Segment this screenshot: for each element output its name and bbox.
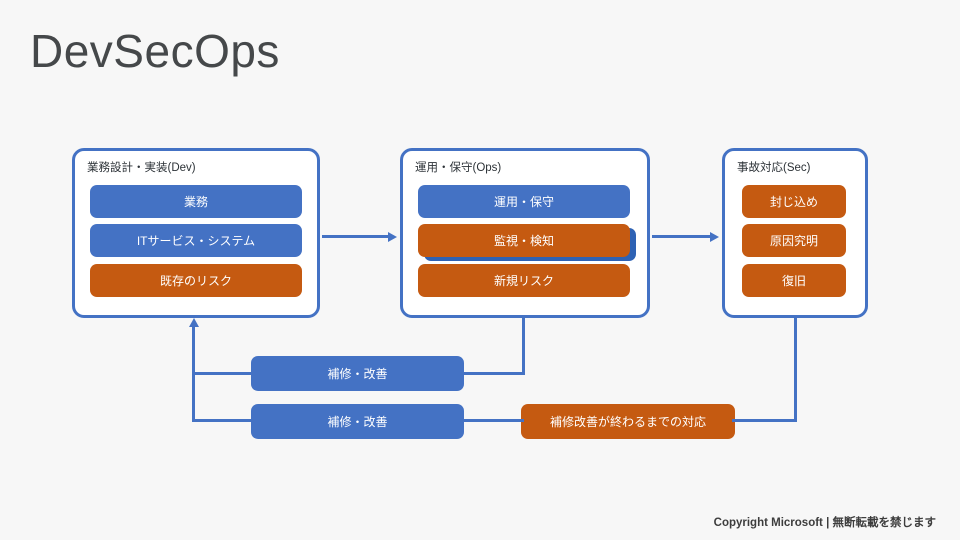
chip-label: 原因究明 bbox=[769, 233, 818, 248]
chip-sec-containment[interactable]: 封じ込め bbox=[742, 185, 846, 218]
connector-ops-down bbox=[522, 318, 525, 375]
chip-label: 既存のリスク bbox=[159, 273, 232, 288]
chip-dev-existing-risk[interactable]: 既存のリスク bbox=[90, 264, 302, 297]
connector-sec-down bbox=[794, 318, 797, 422]
chip-label: 新規リスク bbox=[493, 273, 554, 288]
chip-label: ITサービス・システム bbox=[136, 233, 256, 248]
chip-label: 補修・改善 bbox=[327, 414, 388, 429]
chip-label: 業務 bbox=[183, 194, 208, 209]
chip-dev-it-service[interactable]: ITサービス・システム bbox=[90, 224, 302, 257]
group-label-sec: 事故対応(Sec) bbox=[737, 162, 811, 174]
connector-lower-remediation-to-interim bbox=[461, 419, 524, 422]
arrow-feedback-to-dev-icon bbox=[189, 318, 199, 327]
connector-riser-to-upper-remediation bbox=[192, 372, 254, 375]
connector-sec-to-interim bbox=[732, 419, 797, 422]
connector-dev-to-ops bbox=[322, 235, 390, 238]
connector-ops-to-sec bbox=[652, 235, 712, 238]
chip-label: 運用・保守 bbox=[493, 194, 554, 209]
chip-dev-gyomu[interactable]: 業務 bbox=[90, 185, 302, 218]
footer-copyright: Copyright Microsoft | 無断転載を禁じます bbox=[713, 517, 936, 529]
page-title: DevSecOps bbox=[30, 25, 280, 77]
chip-remediation-lower[interactable]: 補修・改善 bbox=[251, 404, 464, 439]
chip-ops-monitoring[interactable]: 監視・検知 bbox=[418, 224, 630, 257]
group-label-dev: 業務設計・実装(Dev) bbox=[87, 162, 196, 174]
connector-ops-to-upper-remediation bbox=[461, 372, 525, 375]
arrow-ops-to-sec-icon bbox=[710, 231, 719, 242]
chip-ops-new-risk[interactable]: 新規リスク bbox=[418, 264, 630, 297]
chip-label: 補修改善が終わるまでの対応 bbox=[549, 414, 706, 429]
chip-remediation-upper[interactable]: 補修・改善 bbox=[251, 356, 464, 391]
chip-label: 復旧 bbox=[781, 273, 806, 288]
chip-interim-response[interactable]: 補修改善が終わるまでの対応 bbox=[521, 404, 735, 439]
group-label-ops: 運用・保守(Ops) bbox=[415, 162, 502, 174]
chip-label: 封じ込め bbox=[769, 194, 818, 209]
chip-ops-operation[interactable]: 運用・保守 bbox=[418, 185, 630, 218]
arrow-dev-to-ops-icon bbox=[388, 231, 397, 242]
chip-label: 監視・検知 bbox=[493, 233, 554, 248]
chip-sec-recovery[interactable]: 復旧 bbox=[742, 264, 846, 297]
connector-riser-to-lower-remediation bbox=[192, 419, 254, 422]
chip-sec-root-cause[interactable]: 原因究明 bbox=[742, 224, 846, 257]
chip-label: 補修・改善 bbox=[327, 366, 388, 381]
